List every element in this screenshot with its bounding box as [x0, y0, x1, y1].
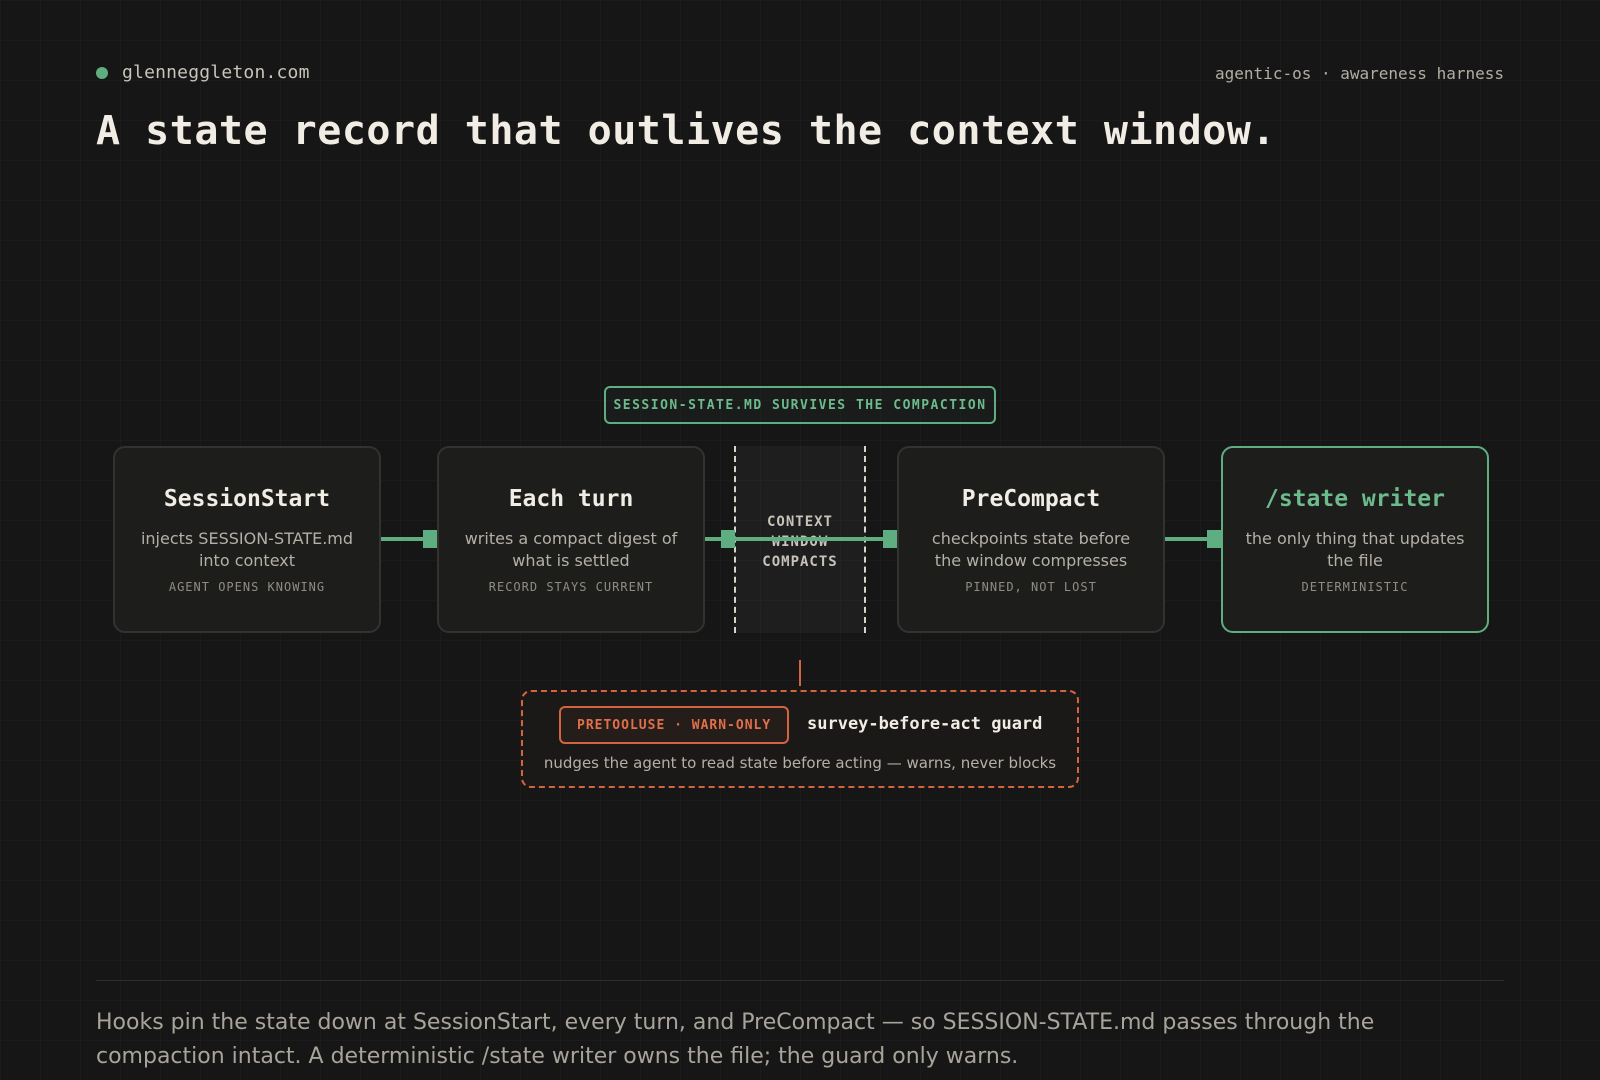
tagline: agentic-os · awareness harness: [1215, 64, 1504, 83]
stage-tag: AGENT OPENS KNOWING: [168, 580, 326, 594]
stage-title: /state writer: [1264, 486, 1445, 512]
connector-line: [381, 537, 437, 541]
stage-description: the only thing that updates the file: [1245, 529, 1465, 570]
guard-title: survey-before-act guard: [807, 714, 1043, 734]
stage-tag: PINNED, NOT LOST: [965, 580, 1097, 594]
page-title: A state record that outlives the context…: [96, 108, 1276, 154]
connector-line: [1165, 537, 1221, 541]
stage-description: checkpoints state before the window comp…: [931, 529, 1131, 570]
header-bar: glenneggleton.com agentic-os · awareness…: [96, 62, 1504, 90]
stage-tag: RECORD STAYS CURRENT: [488, 580, 654, 594]
connector-node: [721, 530, 735, 548]
stage-tag: DETERMINISTIC: [1301, 580, 1409, 594]
stage-card-state-writer: /state writer the only thing that update…: [1221, 446, 1489, 633]
stage-title: PreCompact: [961, 486, 1101, 512]
guard-connector: [799, 660, 801, 686]
stage-card-sessionstart: SessionStart injects SESSION-STATE.md in…: [113, 446, 381, 633]
stage-title: Each turn: [508, 486, 634, 512]
connector-node: [423, 530, 437, 548]
site-name[interactable]: glenneggleton.com: [122, 62, 310, 83]
site-brand[interactable]: glenneggleton.com: [96, 62, 310, 83]
stage-title: SessionStart: [163, 486, 331, 512]
guard-description: nudges the agent to read state before ac…: [543, 754, 1057, 772]
stage-card-each-turn: Each turn writes a compact digest of wha…: [437, 446, 705, 633]
connector-node: [883, 530, 897, 548]
stage-description: writes a compact digest of what is settl…: [464, 529, 678, 570]
context-window-label: CONTEXT WINDOW COMPACTS: [762, 514, 838, 570]
stage-card-precompact: PreCompact checkpoints state before the …: [897, 446, 1165, 633]
footer-divider: [96, 980, 1504, 981]
guard-badge: PRETOOLUSE · WARN-ONLY: [559, 706, 790, 744]
connector-node: [1207, 530, 1221, 548]
connector-line: [705, 537, 883, 541]
stage-description: injects SESSION-STATE.md into context: [140, 529, 354, 570]
survive-banner: SESSION-STATE.MD SURVIVES THE COMPACTION: [604, 386, 996, 424]
guard-box: PRETOOLUSE · WARN-ONLY survey-before-act…: [521, 690, 1079, 788]
footer-caption: Hooks pin the state down at SessionStart…: [96, 1010, 1375, 1069]
status-dot-icon: [96, 66, 108, 79]
